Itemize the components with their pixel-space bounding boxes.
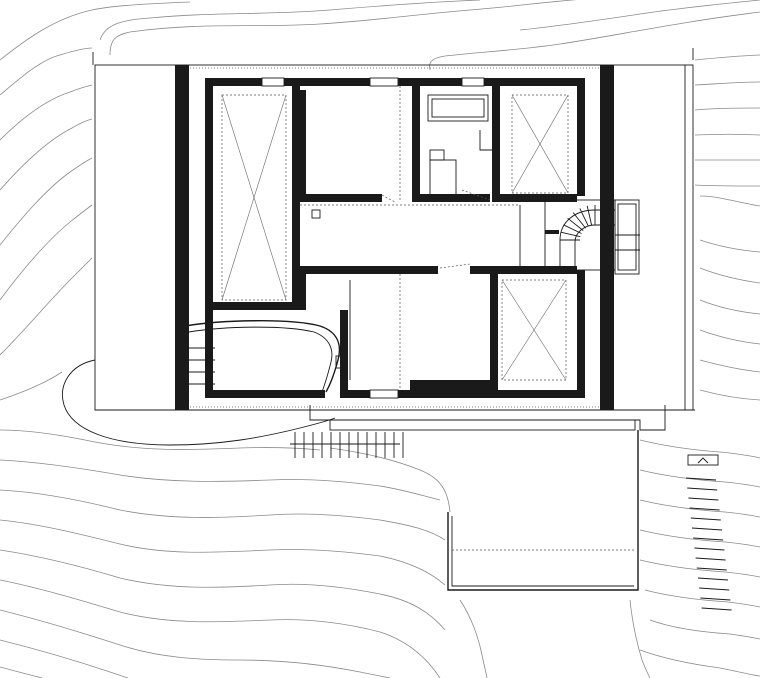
step-line [699,587,730,591]
step-line [690,517,721,521]
slope-steps [685,477,732,611]
closet-bottom-right [501,279,567,381]
closet-left [221,94,287,301]
step-line [572,212,586,229]
step-line [560,231,581,238]
step-line [567,217,584,231]
step-line [689,507,720,511]
step-line [691,527,723,531]
closet-top-right [511,94,569,194]
step-line [687,487,718,491]
terrace-steps [290,432,404,458]
step-line [695,557,726,561]
step-line [685,477,717,481]
step-line [701,607,732,611]
step-line [563,224,582,234]
step-line [688,497,719,501]
step-line [586,205,593,226]
staircase [544,199,640,275]
step-line [579,208,589,227]
step-line [697,577,729,581]
building-outline [94,64,694,411]
step-line [700,597,731,601]
step-line [693,537,724,541]
site-terrace [62,48,732,611]
step-line [694,547,725,551]
step-line [696,567,727,571]
